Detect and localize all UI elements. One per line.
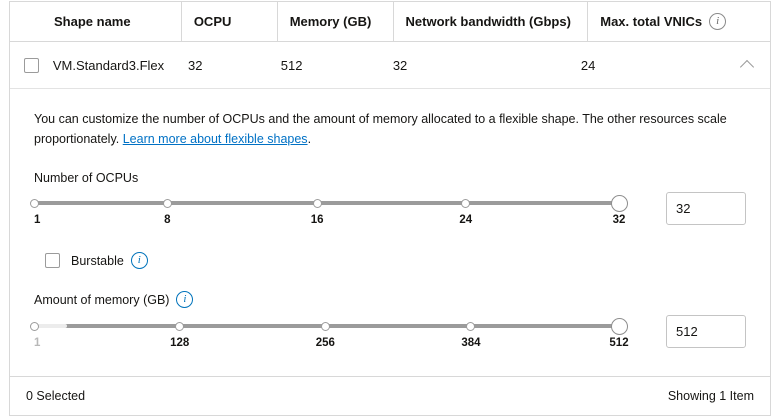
column-header-label: Network bandwidth (Gbps) [405, 14, 571, 29]
ocpu-tick-label: 24 [459, 214, 473, 226]
info-icon[interactable]: i [709, 13, 727, 30]
ocpu-tick-label: 8 [164, 214, 171, 226]
memory-tick-label: 1 [34, 337, 41, 349]
info-icon[interactable]: i [176, 291, 194, 308]
shape-table-card: Shape name OCPU Memory (GB) Network band… [9, 1, 771, 416]
memory-value-input[interactable] [666, 315, 746, 348]
ocpu-slider-tick-labels: 1 8 16 24 32 [34, 214, 625, 232]
column-header-network-bandwidth[interactable]: Network bandwidth (Gbps) [394, 2, 589, 41]
ocpu-slider-row: 1 8 16 24 32 [29, 192, 746, 232]
chevron-up-icon[interactable] [740, 57, 756, 73]
memory-tick-label: 128 [170, 337, 190, 349]
info-icon[interactable]: i [130, 252, 148, 269]
cell-max-total-vnics: 24 [580, 57, 596, 73]
description-text-part1: You can customize the number of OCPUs an… [34, 112, 727, 146]
row-checkbox-cell[interactable] [10, 57, 53, 73]
memory-slider-tick[interactable] [29, 321, 39, 331]
ocpu-slider-group: Number of OCPUs 1 [29, 171, 746, 232]
ocpu-tick-label: 32 [612, 214, 626, 226]
cell-shape-name: VM.Standard3.Flex [52, 57, 165, 73]
ocpu-slider-label-row: Number of OCPUs [34, 171, 746, 185]
ocpu-slider-tick[interactable] [461, 198, 471, 208]
flexible-shape-description: You can customize the number of OCPUs an… [34, 109, 746, 149]
ocpu-slider-label: Number of OCPUs [34, 171, 139, 185]
ocpu-slider-thumb[interactable] [610, 194, 628, 212]
ocpu-tick-label: 1 [34, 214, 41, 226]
memory-slider-group: Amount of memory (GB) i [29, 291, 746, 355]
memory-slider-row: 1 128 256 384 512 [29, 315, 746, 355]
ocpu-value-input[interactable] [666, 192, 746, 225]
burstable-checkbox[interactable] [45, 253, 60, 268]
column-header-label: OCPU [193, 14, 232, 29]
memory-slider-thumb[interactable] [610, 317, 628, 335]
cell-memory: 512 [280, 57, 303, 73]
memory-tick-label: 512 [609, 337, 629, 349]
cell-ocpu: 32 [187, 57, 203, 73]
column-header-max-total-vnics[interactable]: Max. total VNICs i [588, 2, 770, 41]
column-header-label: Shape name [54, 14, 131, 29]
memory-slider-inactive-segment [34, 324, 67, 328]
ocpu-slider-tick[interactable] [312, 198, 322, 208]
column-header-memory[interactable]: Memory (GB) [278, 2, 394, 41]
column-header-label: Memory (GB) [289, 14, 372, 29]
showing-count-label: Showing 1 Item [667, 389, 754, 403]
ocpu-tick-label: 16 [310, 214, 324, 226]
description-text-part2: . [307, 132, 312, 146]
memory-slider-track[interactable] [29, 317, 628, 335]
burstable-label: Burstable [71, 253, 124, 268]
flexible-shape-config-panel: You can customize the number of OCPUs an… [10, 89, 770, 355]
memory-slider-label: Amount of memory (GB) [34, 292, 170, 307]
ocpu-slider-tick[interactable] [162, 198, 172, 208]
table-header-row: Shape name OCPU Memory (GB) Network band… [10, 2, 770, 42]
learn-more-link[interactable]: Learn more about flexible shapes [122, 132, 308, 146]
ocpu-slider[interactable]: 1 8 16 24 32 [29, 194, 628, 232]
ocpu-slider-tick[interactable] [29, 198, 39, 208]
ocpu-slider-track[interactable] [29, 194, 628, 212]
column-header-label: Max. total VNICs [600, 14, 703, 29]
row-checkbox[interactable] [24, 57, 39, 73]
memory-slider-tick[interactable] [466, 321, 476, 331]
memory-slider[interactable]: 1 128 256 384 512 [29, 317, 629, 355]
burstable-row[interactable]: Burstable i [45, 252, 746, 269]
memory-slider-tick-labels: 1 128 256 384 512 [34, 337, 629, 355]
table-footer: 0 Selected Showing 1 Item [10, 376, 770, 415]
column-header-ocpu[interactable]: OCPU [182, 2, 278, 41]
memory-tick-label: 256 [315, 337, 335, 349]
column-header-shape-name[interactable]: Shape name [10, 2, 182, 41]
row-expand-toggle[interactable] [728, 57, 770, 73]
memory-slider-tick[interactable] [320, 321, 330, 331]
memory-tick-label: 384 [461, 337, 481, 349]
table-row[interactable]: VM.Standard3.Flex 32 512 32 24 [10, 42, 770, 89]
selected-count-label: 0 Selected [26, 389, 86, 403]
memory-slider-label-row: Amount of memory (GB) i [34, 291, 746, 308]
cell-network-bandwidth: 32 [392, 57, 408, 73]
memory-slider-tick[interactable] [175, 321, 185, 331]
